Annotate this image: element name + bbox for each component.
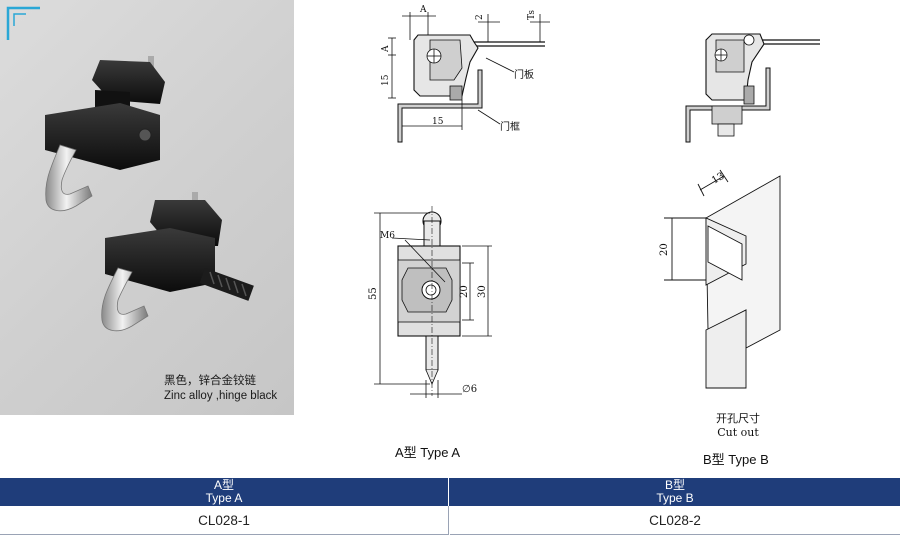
type-a-top-view [388, 12, 550, 143]
header-type-b-cn: B型 [664, 478, 685, 492]
dim-a-top: A [419, 5, 427, 15]
technical-drawings: A 2 Ts A 15 15 门板 门框 [368, 5, 820, 398]
dim-13: 13 [710, 171, 727, 187]
dim-2: 2 [475, 14, 485, 20]
header-type-b-en: Type B [656, 491, 694, 505]
header-type-a-en: Type A [205, 491, 243, 505]
photo-caption: 黑色，锌合金铰链 Zinc alloy ,hinge black [164, 374, 277, 404]
cutout-label-cn: 开孔尺寸 [716, 412, 760, 425]
header-type-a: A型 Type A [0, 478, 449, 506]
hinge-photo-1 [45, 56, 165, 212]
dim-30: 30 [477, 285, 488, 298]
label-door-frame: 门框 [500, 120, 520, 133]
cutout-label: 开孔尺寸 Cut out [716, 412, 760, 440]
dim-a-side: A [381, 45, 391, 53]
dim-15-side: 15 [381, 74, 391, 86]
type-a-front-view [374, 206, 492, 398]
model-table: A型 Type A B型 Type B CL028-1 CL028-2 [0, 478, 900, 535]
dim-55: 55 [368, 287, 379, 300]
type-b-label: B型 Type B [703, 452, 769, 467]
hinge-photo-2 [101, 192, 254, 332]
dim-20: 20 [459, 285, 470, 298]
label-door-panel: 门板 [514, 68, 534, 81]
type-b-cutout-view [664, 169, 781, 389]
dim-20-cutout: 20 [659, 243, 670, 256]
type-a-label: A型 Type A [395, 445, 461, 460]
caption-en: Zinc alloy ,hinge black [164, 390, 278, 402]
hinge-photo-illustration [45, 56, 254, 332]
cutout-label-en: Cut out [717, 426, 759, 439]
cell-code-a: CL028-1 [0, 506, 449, 535]
header-type-b: B型 Type B [450, 478, 900, 506]
dim-m6: M6 [380, 231, 395, 241]
corner-bracket-icon [6, 6, 40, 40]
dim-15-bottom: 15 [432, 117, 444, 127]
product-photo-panel: 黑色，锌合金铰链 Zinc alloy ,hinge black [0, 0, 294, 415]
type-b-top-view [685, 33, 820, 143]
table-header [0, 478, 900, 506]
header-type-a-cn: A型 [213, 478, 234, 492]
dim-ts: Ts [527, 10, 537, 20]
cell-code-b: CL028-2 [450, 506, 900, 535]
dim-diameter-6: ∅6 [462, 384, 477, 395]
caption-cn: 黑色，锌合金铰链 [164, 375, 256, 387]
